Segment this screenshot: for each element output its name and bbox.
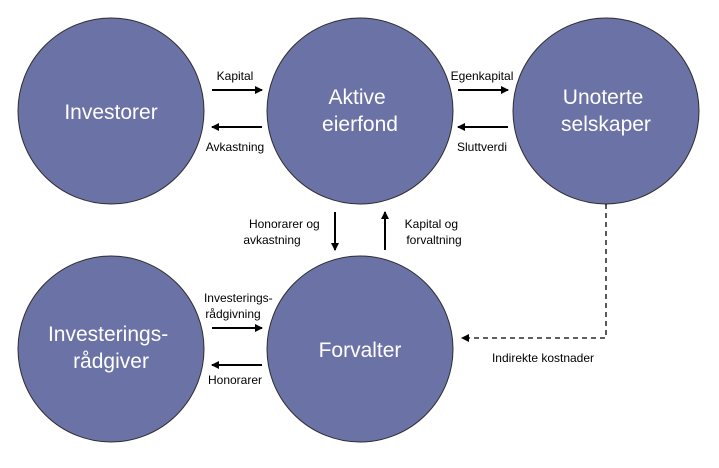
- node-investeringsradgiver-label: Investerings- rådgiver: [48, 323, 174, 373]
- node-aktive-eierfond: Aktive eierfond: [266, 17, 454, 205]
- edge-label-kapital-og-forvaltning: Kapital og forvaltning: [405, 217, 462, 247]
- edge-label-kapital: Kapital: [217, 69, 254, 83]
- node-forvalter-circle: [266, 255, 454, 443]
- node-forvalter-label: Forvalter: [319, 339, 402, 362]
- node-investeringsradgiver-circle: [17, 255, 205, 443]
- node-investorer: Investorer: [17, 17, 205, 205]
- node-investeringsradgiver: Investerings- rådgiver: [17, 255, 205, 443]
- edge-label-egenkapital: Egenkapital: [451, 69, 514, 83]
- node-aktive-eierfond-circle: [266, 17, 454, 205]
- edge-label-investeringsradgivning: Investerings- rådgivning: [204, 291, 276, 321]
- edge-label-avkastning: Avkastning: [206, 140, 264, 154]
- edge-label-honorarer: Honorarer: [208, 373, 262, 387]
- node-investorer-label: Investorer: [64, 101, 157, 124]
- node-forvalter: Forvalter: [266, 255, 454, 443]
- node-unoterte-selskaper-label: Unoterte selskaper: [561, 86, 651, 136]
- edge-label-indirekte-kostnader: Indirekte kostnader: [492, 351, 594, 365]
- node-unoterte-selskaper-circle: [512, 17, 700, 205]
- node-aktive-eierfond-label: Aktive eierfond: [322, 86, 398, 136]
- arrow-indirekte-kostnader: [461, 204, 607, 342]
- node-investorer-circle: [17, 17, 205, 205]
- edge-label-honorarer-og-avkastning: Honorarer og avkastning: [243, 217, 323, 247]
- edge-label-sluttverdi: Sluttverdi: [457, 140, 507, 154]
- node-unoterte-selskaper: Unoterte selskaper: [512, 17, 700, 205]
